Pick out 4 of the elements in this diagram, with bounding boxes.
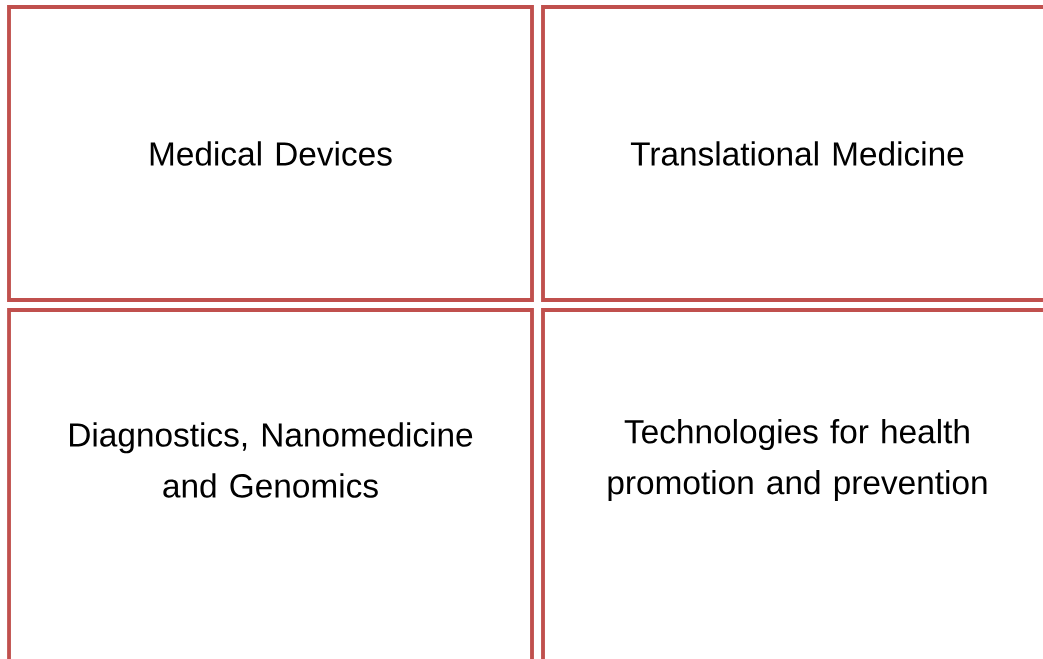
- category-box: Translational Medicine: [541, 5, 1043, 302]
- category-box: Diagnostics, Nanomedicine and Genomics: [7, 308, 534, 659]
- category-box: Medical Devices: [7, 5, 534, 302]
- category-box: Technologies for health promotion and prevention: [541, 308, 1043, 659]
